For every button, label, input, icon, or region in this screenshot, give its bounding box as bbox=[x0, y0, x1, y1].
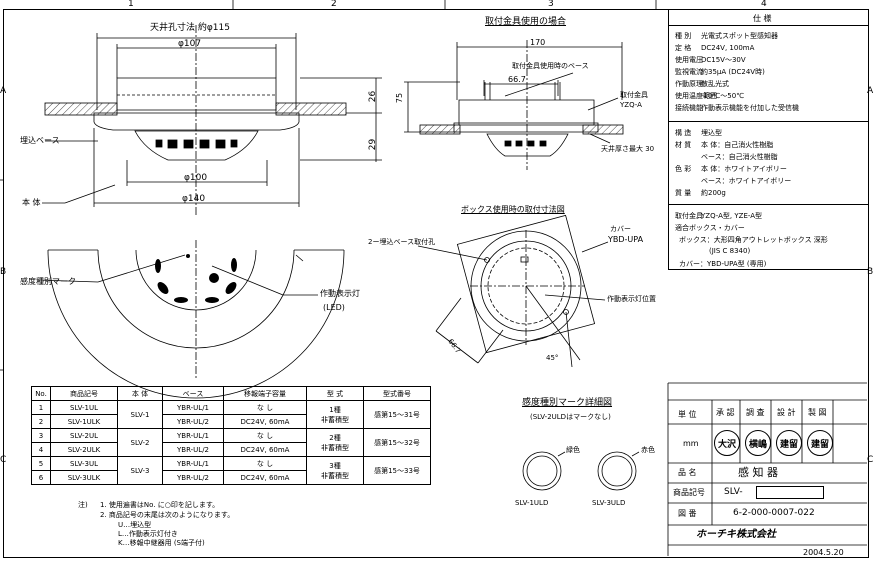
label-base: 埋込ベース bbox=[20, 136, 60, 145]
table-header-row: No. 商品記号 本 体 ベース 移報端子容量 型 式 型式番号 bbox=[31, 386, 431, 401]
tb-name-value: 感 知 器 bbox=[738, 466, 778, 479]
tb-code-box bbox=[756, 486, 824, 499]
ceiling-hole-label: 天井孔寸法 約φ115 bbox=[150, 23, 230, 33]
note-line: U…埋込型 bbox=[118, 521, 152, 529]
grid-ruler-top: 1 2 3 4 bbox=[0, 0, 874, 9]
spec-row: 使用温度範囲-10℃～50℃ bbox=[675, 92, 745, 100]
tb-code-label: 商品記号 bbox=[673, 488, 705, 497]
spec-row: 構 造埋込型 bbox=[675, 129, 722, 137]
tb-header-approve: 承 認 bbox=[716, 408, 735, 417]
box-title: ボックス使用時の取付寸法図 bbox=[461, 205, 565, 214]
dim-d140: φ140 bbox=[182, 194, 206, 204]
mark-red: 赤色 bbox=[641, 446, 655, 454]
note-line: L…作動表示灯付き bbox=[118, 530, 178, 538]
spec-row: 適合ボックス・カバー bbox=[675, 224, 745, 232]
tb-code-value: SLV- bbox=[724, 487, 743, 497]
ruler-row-c-right: C bbox=[867, 455, 874, 465]
dim-66-7-bracket: 66.7 bbox=[508, 75, 526, 84]
mark-label: 感度種別マーク bbox=[20, 277, 76, 286]
spec-row: (JIS C 8340) bbox=[709, 247, 751, 255]
bracket-title: 取付金具使用の場合 bbox=[485, 17, 567, 27]
ruler-row-a-right: A bbox=[867, 86, 874, 96]
dim-26: 26 bbox=[368, 90, 379, 103]
label-body: 本 体 bbox=[22, 198, 41, 207]
spec-row: 監視電流約35μA (DC24V時) bbox=[675, 68, 765, 76]
box-cover-label: カバー bbox=[610, 225, 631, 233]
mark-green: 緑色 bbox=[566, 446, 580, 454]
company-logo: ホーチキ株式会社 bbox=[696, 529, 776, 540]
tb-header-draw: 製 図 bbox=[808, 408, 827, 417]
mark-right-label: SLV-3ULD bbox=[592, 499, 626, 507]
bracket-base-note: 取付金具使用時のベース bbox=[512, 62, 589, 70]
tb-unit-label: 単 位 bbox=[678, 410, 697, 419]
mark-left-label: SLV-1ULD bbox=[515, 499, 549, 507]
ceiling-thickness: 天井厚さ最大 30 bbox=[601, 145, 655, 153]
note-line: 1. 使用遍書はNo. に○印を記します。 bbox=[100, 501, 220, 509]
box-hole-label: 2ー埋込ベース取付孔 bbox=[368, 238, 436, 246]
stamp-check: 横嶋 bbox=[745, 430, 771, 456]
ruler-col-2: 2 bbox=[331, 0, 337, 9]
spec-row: 使用電圧DC15V～30V bbox=[675, 56, 746, 64]
tb-header-check: 調 査 bbox=[746, 408, 765, 417]
notes-label: 注) bbox=[78, 501, 88, 509]
bracket-model: YZQ-A bbox=[620, 101, 642, 109]
tb-date: 2004.5.20 bbox=[803, 548, 844, 557]
tb-name-label: 品 名 bbox=[678, 468, 697, 477]
led-label: 作動表示灯 bbox=[320, 289, 360, 298]
spec-row: 取付金具YZQ-A型, YZE-A型 bbox=[675, 212, 763, 220]
spec-title: 仕 様 bbox=[753, 14, 772, 23]
spec-row: ベース：ホワイトアイボリー bbox=[701, 177, 792, 185]
spec-row: 色 彩本 体：ホワイトアイボリー bbox=[675, 165, 787, 173]
spec-row: ボックス：大形四角アウトレットボックス 深形 bbox=[679, 236, 828, 244]
spec-row: 質 量約200g bbox=[675, 189, 726, 197]
tb-drawing-value: 6-2-000-0007-022 bbox=[733, 508, 815, 518]
spec-row: 種 別光電式スポット型感知器 bbox=[675, 32, 778, 40]
dim-170: 170 bbox=[530, 38, 546, 47]
mark-detail-title: 感度種別マーク詳細図 bbox=[522, 398, 613, 408]
spec-row: 接続機能作動表示機能を付加した受信機 bbox=[675, 104, 799, 112]
ruler-col-3: 3 bbox=[548, 0, 554, 9]
ruler-row-b-right: B bbox=[867, 267, 874, 277]
spec-row: 材 質本 体：自己消火性樹脂 bbox=[675, 141, 774, 149]
mark-detail-sub: (SLV-2ULDはマークなし) bbox=[530, 413, 611, 421]
stamp-design: 建留 bbox=[776, 430, 802, 456]
box-cover-model: YBD-UPA bbox=[608, 235, 644, 244]
ruler-col-1: 1 bbox=[128, 0, 134, 9]
dim-d100: φ100 bbox=[184, 173, 208, 183]
spec-row: 作動原理散乱光式 bbox=[675, 80, 729, 88]
stamp-approve: 大沢 bbox=[714, 430, 740, 456]
dim-d107: φ107 bbox=[178, 39, 202, 49]
drawing-frame bbox=[3, 9, 869, 558]
box-led-pos: 作動表示灯位置 bbox=[607, 295, 656, 303]
tb-unit-value: mm bbox=[683, 439, 699, 448]
spec-row: カバー：YBD-UPA型 (専用) bbox=[679, 260, 767, 268]
led-sub: (LED) bbox=[323, 303, 345, 312]
note-line: 2. 商品記号の末尾は次のようになります。 bbox=[100, 511, 235, 519]
ruler-col-4: 4 bbox=[761, 0, 767, 9]
dim-29: 29 bbox=[368, 138, 379, 151]
bracket-label: 取付金具 bbox=[620, 91, 648, 99]
spec-row: ベース：自己消火性樹脂 bbox=[701, 153, 778, 161]
dim-75: 75 bbox=[395, 92, 405, 104]
note-line: K…移報中継器用 (S端子付) bbox=[118, 539, 205, 547]
tb-header-design: 設 計 bbox=[777, 408, 796, 417]
stamp-draw: 建留 bbox=[807, 430, 833, 456]
tb-drawing-label: 図 番 bbox=[678, 509, 697, 518]
box-angle: 45° bbox=[546, 354, 559, 362]
